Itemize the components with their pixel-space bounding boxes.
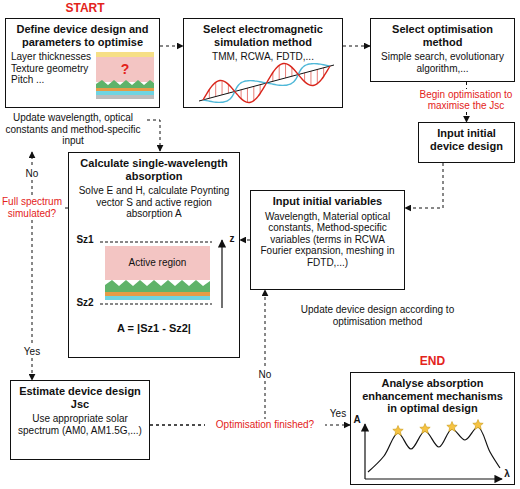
box-body: Solve E and H, calculate Poynting vector… bbox=[74, 185, 234, 220]
field-tick bbox=[279, 65, 280, 79]
contact-layer bbox=[96, 88, 154, 91]
field-tick bbox=[285, 64, 286, 78]
flow-arrow bbox=[240, 240, 250, 241]
peak-star bbox=[420, 424, 430, 434]
active-layer bbox=[105, 246, 210, 280]
box-title: Input initial device design bbox=[424, 127, 509, 152]
edge-label: Yes bbox=[21, 346, 43, 358]
peak-star bbox=[473, 420, 483, 430]
chart-axis bbox=[364, 424, 365, 479]
process-box: Select optimisation methodSimple search,… bbox=[370, 18, 515, 82]
loop-line bbox=[147, 120, 160, 151]
field-tick bbox=[317, 69, 318, 83]
top-layer bbox=[96, 52, 154, 57]
diagram-label: Sz1 bbox=[72, 234, 98, 246]
flux-plane bbox=[100, 242, 212, 243]
field-tick bbox=[241, 90, 242, 99]
substrate-layer bbox=[96, 91, 154, 95]
process-box: Estimate device design JscUse appropriat… bbox=[10, 380, 150, 460]
absorber-layer bbox=[96, 57, 154, 82]
box-body: Layer thicknesses Texture geometry Pitch… bbox=[11, 51, 95, 86]
edge-label: Begin optimisation to maximise the Jsc bbox=[414, 89, 518, 112]
textured-layer bbox=[96, 80, 154, 88]
textured-layer bbox=[105, 280, 210, 292]
flux-plane bbox=[100, 304, 212, 305]
diagram-label: START bbox=[40, 2, 130, 16]
box-title: Select optimisation method bbox=[376, 23, 509, 48]
peak-star bbox=[393, 426, 403, 436]
absorption-chart bbox=[365, 420, 502, 480]
absorption-curve bbox=[368, 427, 500, 472]
field-tick bbox=[253, 86, 254, 100]
substrate-layer bbox=[105, 296, 210, 300]
diagram-label: Update device design according to optimi… bbox=[275, 304, 480, 327]
box-title: Calculate single-wavelength absorption bbox=[74, 157, 234, 182]
diagram-label: Optimisation finished? bbox=[205, 419, 325, 431]
box-body: Wavelength, Material optical constants, … bbox=[256, 211, 399, 269]
field-tick bbox=[310, 71, 311, 85]
box-body: Use appropriate solar spectrum (AM0, AM1… bbox=[16, 413, 144, 436]
process-box: Analyse absorption enhancement mechanism… bbox=[350, 372, 515, 485]
diagram-label: Full spectrum simulated? bbox=[0, 196, 64, 219]
diagram-label: z bbox=[226, 233, 238, 245]
process-box: Input initial variablesWavelength, Mater… bbox=[250, 190, 405, 290]
diagram-label: A = |Sz1 - Sz2| bbox=[80, 322, 228, 335]
flow-arrow bbox=[343, 46, 370, 47]
box-body: TMM, RCWA, FDTD,... bbox=[189, 51, 337, 63]
diagram-label: No bbox=[20, 168, 44, 180]
box-title: Select electromagnetic simulation method bbox=[189, 23, 337, 48]
peak-star bbox=[447, 422, 457, 432]
process-box: Input initial device design bbox=[418, 122, 515, 163]
magnetic-wave bbox=[203, 64, 330, 103]
device-stack bbox=[96, 52, 154, 99]
field-tick bbox=[304, 73, 305, 82]
box-body: Simple search, evolutionary algorithm,..… bbox=[376, 51, 509, 74]
peak-stars bbox=[393, 420, 483, 436]
em-wave bbox=[199, 64, 334, 103]
chart-axis bbox=[365, 478, 502, 479]
z-axis bbox=[221, 240, 222, 308]
field-tick bbox=[247, 88, 248, 102]
contact-layer bbox=[105, 292, 210, 296]
field-tick bbox=[228, 84, 229, 93]
back-layer bbox=[96, 95, 154, 99]
field-tick bbox=[222, 81, 223, 95]
flow-arrow bbox=[160, 46, 183, 47]
diagram-label: Update wavelength, optical constants and… bbox=[3, 112, 143, 147]
box-title: Input initial variables bbox=[256, 195, 399, 208]
diagram-label: ? bbox=[110, 61, 140, 77]
process-box: Define device design and parameters to o… bbox=[5, 18, 160, 108]
diagram-label: Sz2 bbox=[72, 297, 98, 309]
edge-label: No bbox=[256, 369, 274, 381]
edge-label: Yes bbox=[328, 408, 348, 420]
process-box: Select electromagnetic simulation method… bbox=[183, 18, 343, 108]
box-title: Estimate device design Jsc bbox=[16, 385, 144, 410]
field-tick bbox=[291, 67, 292, 76]
diagram-label: Active region bbox=[110, 257, 205, 269]
absorption-stack bbox=[100, 240, 222, 308]
box-title: Define device design and parameters to o… bbox=[11, 23, 154, 48]
box-title: Analyse absorption enhancement mechanism… bbox=[356, 377, 509, 415]
flow-arrow bbox=[405, 163, 443, 208]
field-tick bbox=[215, 82, 216, 96]
electric-wave bbox=[203, 64, 330, 103]
diagram-label: A bbox=[352, 414, 362, 426]
diagram-label: END bbox=[385, 355, 480, 369]
diagram-label: λ bbox=[500, 468, 514, 480]
